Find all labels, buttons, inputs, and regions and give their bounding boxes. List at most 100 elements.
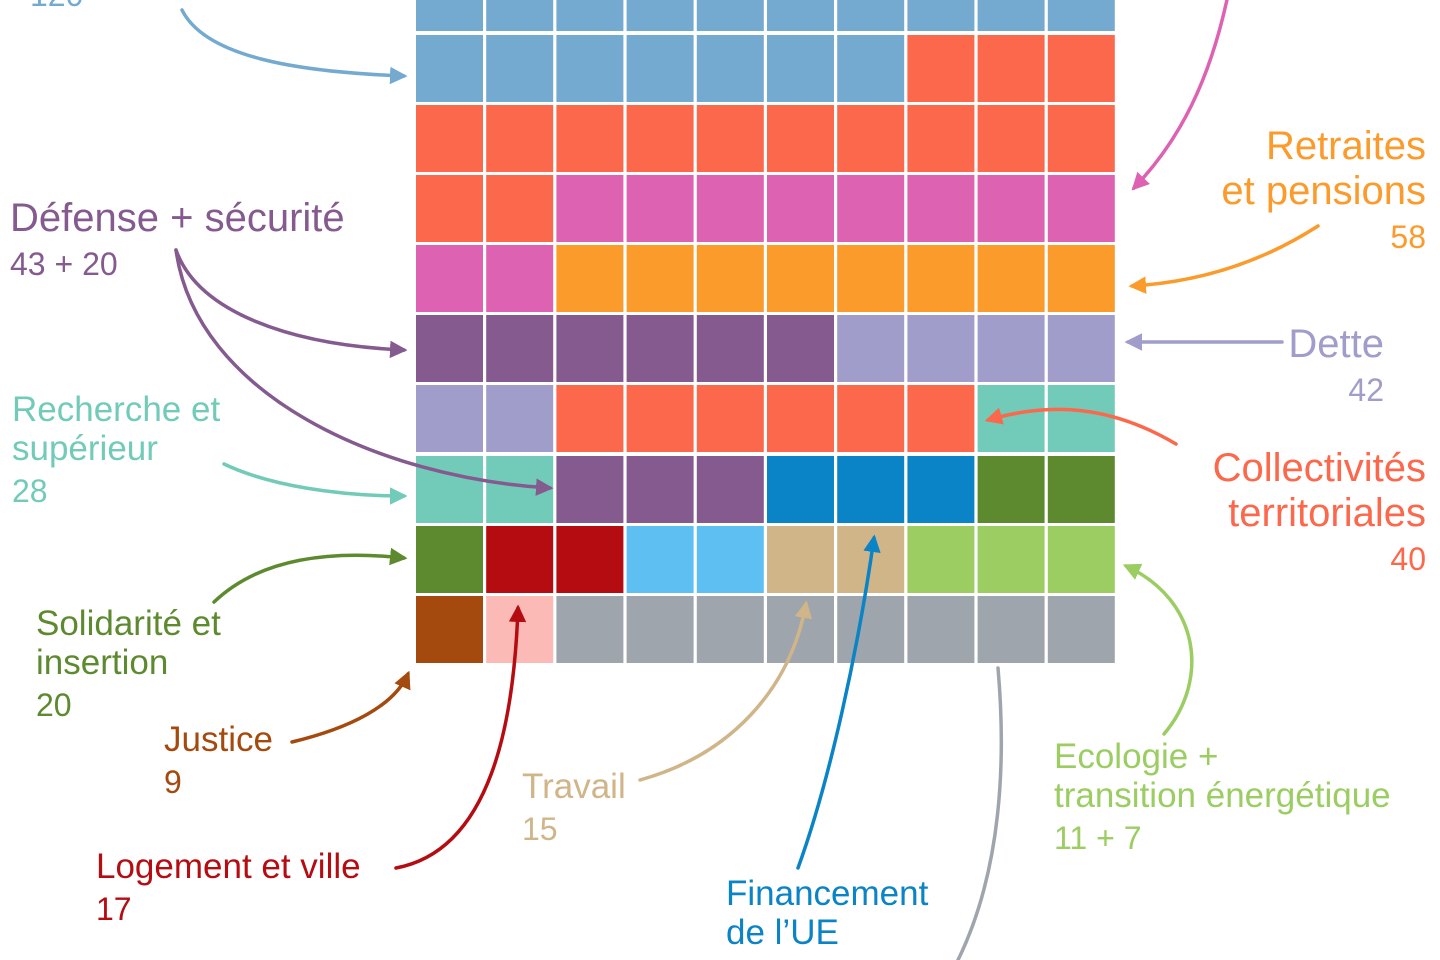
waffle-cell-solidarite	[977, 456, 1045, 523]
waffle-cell-enseignement	[1047, 0, 1115, 31]
waffle-cell-defense	[696, 315, 764, 382]
waffle-cell-ue	[767, 456, 834, 523]
waffle-cell-retraites	[977, 245, 1045, 312]
label-travail: Travail 15	[522, 767, 626, 848]
waffle-cell-enseignement	[626, 35, 694, 102]
waffle-cell-defense	[767, 315, 834, 382]
label-line: Collectivités	[1212, 446, 1426, 490]
waffle-cell-recherche	[416, 456, 483, 523]
waffle-cell-autres	[977, 596, 1045, 663]
label-dette: Dette 42	[1288, 322, 1384, 409]
waffle-cell-social	[907, 105, 975, 172]
label-collectivites-value: 40	[1390, 540, 1426, 577]
waffle-cell-enseignement	[767, 35, 834, 102]
waffle-cell-sante	[1047, 175, 1115, 242]
waffle-cell-enseignement	[486, 35, 554, 102]
label-justice-value: 9	[164, 764, 182, 801]
waffle-cell-defense	[626, 456, 694, 523]
waffle-cell-social	[1047, 35, 1115, 102]
waffle-cell-collectivites	[556, 385, 624, 452]
waffle-cell-enseignement	[767, 0, 834, 31]
waffle-cell-retraites	[837, 245, 905, 312]
label-line: territoriales	[1228, 490, 1426, 535]
waffle-cell-dette	[416, 385, 483, 452]
waffle-cell-recherche	[977, 385, 1045, 452]
label-travail-value: 15	[522, 811, 558, 848]
waffle-cell-retraites	[696, 245, 764, 312]
waffle-cell-recherche	[486, 456, 554, 523]
waffle-cell-enseignement	[977, 0, 1045, 31]
waffle-cell-travail	[767, 526, 834, 593]
label-line: Logement et ville	[96, 847, 361, 886]
label-ecologie-value: 11 + 7	[1054, 820, 1142, 857]
waffle-cell-collectivites	[767, 385, 834, 452]
label-line: insertion	[36, 643, 169, 683]
label-line: Justice	[164, 720, 273, 759]
waffle-cell-social	[767, 105, 834, 172]
label-line: Solidarité et	[36, 604, 221, 643]
waffle-cell-social	[907, 35, 975, 102]
waffle-cell-social	[556, 105, 624, 172]
waffle-cell-dette	[907, 315, 975, 382]
label-line: Financement	[726, 874, 929, 913]
waffle-cell-retraites	[626, 245, 694, 312]
waffle-cell-autres	[767, 596, 834, 663]
label-travail-name: Travail	[522, 767, 626, 806]
waffle-cell-enseignement	[907, 0, 975, 31]
waffle-cell-retraites	[767, 245, 834, 312]
waffle-cell-pink	[486, 596, 554, 663]
waffle-cell-sante	[977, 175, 1045, 242]
waffle-cell-dette	[486, 385, 554, 452]
waffle-cell-enseignement	[416, 0, 483, 31]
waffle-cell-sky	[626, 526, 694, 593]
waffle-cell-social	[977, 105, 1045, 172]
waffle-cell-solidarite	[1047, 456, 1115, 523]
waffle-cell-social	[696, 105, 764, 172]
waffle-cell-retraites	[1047, 245, 1115, 312]
label-enseignement: 120	[30, 0, 83, 14]
label-line: Recherche et	[12, 390, 221, 429]
waffle-cell-autres	[1047, 596, 1115, 663]
label-justice-name: Justice	[164, 720, 273, 759]
waffle-cell-sante	[837, 175, 905, 242]
waffle-cell-enseignement	[696, 0, 764, 31]
waffle-cell-defense	[556, 456, 624, 523]
waffle-cell-recherche	[1047, 385, 1115, 452]
label-line: Défense + sécurité	[10, 196, 345, 240]
waffle-cell-logement	[556, 526, 624, 593]
label-recherche-value: 28	[12, 473, 48, 510]
label-line: et pensions	[1221, 168, 1426, 213]
waffle-cell-social	[1047, 105, 1115, 172]
label-line: Travail	[522, 767, 626, 806]
waffle-cell-enseignement	[696, 35, 764, 102]
waffle-cell-ecologie	[977, 526, 1045, 593]
label-dette-value: 42	[1348, 371, 1384, 408]
label-defense-name: Défense + sécurité	[10, 196, 345, 241]
label-solidarite-value: 20	[36, 687, 72, 724]
label-logement-name: Logement et ville	[96, 847, 361, 886]
waffle-cell-dette	[1047, 315, 1115, 382]
label-line: supérieur	[12, 429, 158, 469]
waffle-cell-sky	[696, 526, 764, 593]
waffle-cell-social	[626, 105, 694, 172]
label-line: Ecologie +	[1054, 737, 1219, 776]
waffle-cell-dette	[977, 315, 1045, 382]
label-ecologie: Ecologie +transition énergétique 11 + 7	[1054, 737, 1391, 857]
label-logement-value: 17	[96, 891, 132, 928]
waffle-cell-sante	[416, 245, 483, 312]
waffle-cell-enseignement	[837, 0, 905, 31]
waffle-cell-defense	[486, 315, 554, 382]
waffle-cell-enseignement	[556, 35, 624, 102]
waffle-cell-social	[416, 105, 483, 172]
waffle-cell-sante	[556, 175, 624, 242]
label-line: Dette	[1288, 322, 1384, 366]
label-dette-name: Dette	[1288, 322, 1384, 367]
label-defense-value: 43 + 20	[10, 245, 118, 282]
waffle-cell-retraites	[556, 245, 624, 312]
waffle-cell-ue	[907, 456, 975, 523]
waffle-cell-collectivites	[696, 385, 764, 452]
